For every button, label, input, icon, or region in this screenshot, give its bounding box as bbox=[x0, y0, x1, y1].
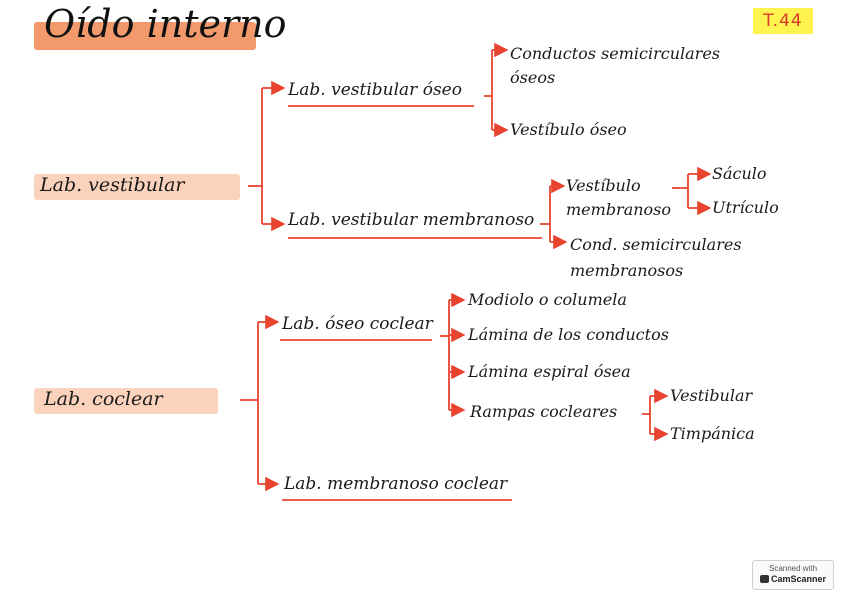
title-highlight bbox=[34, 22, 256, 50]
node-lamina-espiral: Lámina espiral ósea bbox=[468, 362, 631, 381]
node-timpanica: Timpánica bbox=[670, 424, 755, 443]
node-vestibular: Vestibular bbox=[670, 386, 753, 405]
node-lab-vestibular: Lab. vestibular bbox=[40, 174, 185, 196]
node-vestibular-oseo: Lab. vestibular óseo bbox=[288, 80, 462, 100]
watermark-line2-wrap: CamScanner bbox=[753, 574, 833, 584]
node-modiolo: Modiolo o columela bbox=[468, 290, 627, 309]
watermark-line2: CamScanner bbox=[770, 574, 827, 584]
node-membranoso-coclear: Lab. membranoso coclear bbox=[284, 474, 508, 494]
node-vestibulo-oseo: Vestíbulo óseo bbox=[510, 120, 627, 139]
node-cond-semicirculares-membranosos: Cond. semicirculares membranosos bbox=[570, 235, 742, 280]
camscanner-icon bbox=[759, 575, 769, 583]
vestibular-highlight bbox=[34, 174, 240, 200]
node-lamina-conductos: Lámina de los conductos bbox=[468, 325, 669, 344]
node-vestibulo-membranoso: Vestíbulo membranoso bbox=[566, 176, 672, 219]
coclear-highlight bbox=[34, 388, 218, 414]
scanner-watermark: Scanned with CamScanner bbox=[752, 560, 834, 590]
topic-badge-label: T.44 bbox=[763, 11, 803, 31]
node-lab-coclear: Lab. coclear bbox=[44, 388, 163, 410]
node-conductos-semicirculares-oseos: Conductos semicirculares óseos bbox=[510, 44, 720, 87]
node-vestibular-membranoso: Lab. vestibular membranoso bbox=[288, 210, 535, 230]
node-oseo-coclear: Lab. óseo coclear bbox=[282, 314, 433, 334]
node-utriculo: Utrículo bbox=[712, 198, 779, 217]
node-saculo: Sáculo bbox=[712, 164, 767, 183]
page-title: Oído interno bbox=[44, 2, 287, 46]
node-rampas-cocleares: Rampas cocleares bbox=[470, 402, 618, 421]
topic-badge: T.44 bbox=[753, 8, 813, 34]
watermark-line1: Scanned with bbox=[768, 564, 818, 573]
